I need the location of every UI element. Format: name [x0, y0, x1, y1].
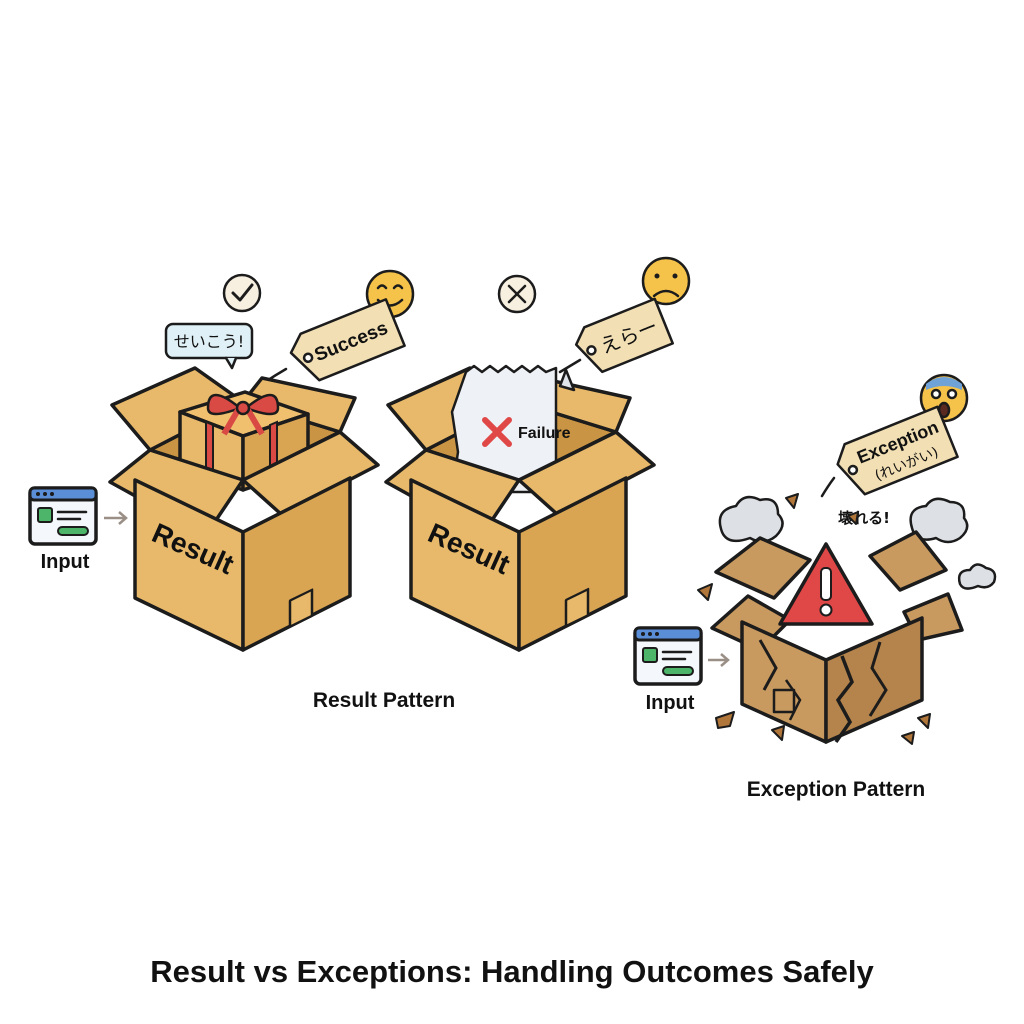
- success-result-box: Result: [108, 366, 380, 652]
- arrow-right-icon: [104, 511, 128, 525]
- input-window-icon-right: [633, 626, 703, 686]
- failure-paper: Failure: [450, 364, 576, 494]
- smoke-cloud-left: [718, 495, 784, 543]
- x-mark-icon: [482, 417, 512, 447]
- failure-result-box: Failure Result: [384, 364, 656, 652]
- input-label-left: Input: [41, 551, 90, 573]
- arrow-right-icon-2: [708, 653, 730, 667]
- input-window-icon-left: [28, 486, 98, 546]
- frown-emoji-icon: [641, 256, 691, 306]
- error-tag: えらー: [558, 297, 674, 374]
- exception-pattern-caption: Exception Pattern: [747, 778, 926, 801]
- x-icon: [497, 274, 537, 314]
- result-pattern-caption: Result Pattern: [313, 689, 455, 712]
- page-title: Result vs Exceptions: Handling Outcomes …: [150, 954, 874, 989]
- exploding-exception-box: [710, 530, 964, 744]
- warning-icon: [778, 542, 874, 626]
- speech-bubble-text: せいこう!: [174, 332, 244, 351]
- speech-bubble: せいこう!: [164, 322, 254, 370]
- failure-paper-text: Failure: [518, 425, 571, 442]
- smoke-cloud-right: [909, 497, 997, 590]
- success-tag: Success: [260, 298, 406, 386]
- exception-tag: Exception (れいがい): [820, 405, 959, 498]
- debris: [697, 493, 931, 745]
- check-icon: [222, 273, 262, 313]
- exception-shout: 壊れる!: [838, 509, 890, 527]
- input-label-right: Input: [646, 692, 695, 714]
